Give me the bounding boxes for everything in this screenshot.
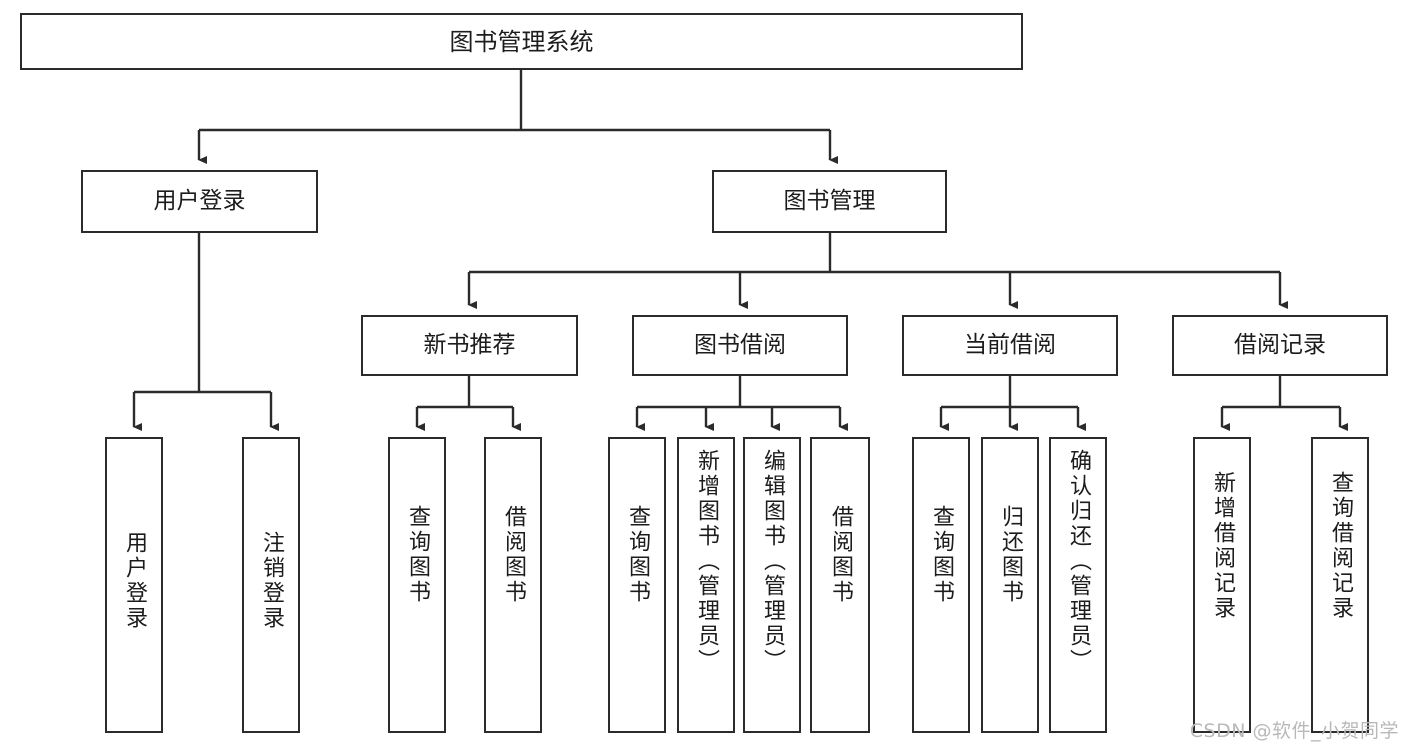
node-label: 编辑图书（管理员） xyxy=(760,449,785,674)
leaf-return-book[interactable]: 归还图书 xyxy=(981,437,1039,733)
node-label: 用户登录 xyxy=(122,531,147,631)
node-label: 当前借阅 xyxy=(964,332,1056,358)
leaf-user-login[interactable]: 用户登录 xyxy=(105,437,163,733)
leaf-confirm-return-admin[interactable]: 确认归还（管理员） xyxy=(1049,437,1107,733)
node-label: 用户登录 xyxy=(153,188,246,214)
node-label: 新增图书（管理员） xyxy=(694,449,719,674)
node-label: 归还图书 xyxy=(998,505,1023,605)
leaf-edit-book-admin[interactable]: 编辑图书（管理员） xyxy=(743,437,801,733)
node-new-book-recommend[interactable]: 新书推荐 xyxy=(361,315,578,376)
node-root-system[interactable]: 图书管理系统 xyxy=(20,13,1023,70)
leaf-borrow-book-new[interactable]: 借阅图书 xyxy=(484,437,542,733)
node-label: 查询借阅记录 xyxy=(1328,471,1353,621)
leaf-query-book-current[interactable]: 查询图书 xyxy=(912,437,970,733)
node-label: 图书管理 xyxy=(783,188,876,214)
leaf-borrow-book[interactable]: 借阅图书 xyxy=(810,437,870,733)
node-label: 图书借阅 xyxy=(694,332,786,358)
node-label: 注销登录 xyxy=(259,531,284,631)
node-book-management[interactable]: 图书管理 xyxy=(712,170,947,233)
csdn-watermark: CSDN @软件_小贺同学 xyxy=(1189,720,1399,742)
node-label: 确认归还（管理员） xyxy=(1066,449,1091,674)
node-label: 查询图书 xyxy=(405,505,430,605)
node-user-login[interactable]: 用户登录 xyxy=(81,170,318,233)
node-label: 图书管理系统 xyxy=(449,27,594,56)
node-borrow-record[interactable]: 借阅记录 xyxy=(1172,315,1388,376)
leaf-add-book-admin[interactable]: 新增图书（管理员） xyxy=(677,437,735,733)
leaf-logout[interactable]: 注销登录 xyxy=(242,437,300,733)
node-label: 查询图书 xyxy=(929,505,954,605)
node-label: 新书推荐 xyxy=(423,332,516,358)
node-book-borrow[interactable]: 图书借阅 xyxy=(632,315,848,376)
leaf-query-borrow-record[interactable]: 查询借阅记录 xyxy=(1311,437,1369,733)
node-label: 借阅图书 xyxy=(828,505,853,605)
leaf-query-book-borrow[interactable]: 查询图书 xyxy=(608,437,666,733)
node-label: 借阅记录 xyxy=(1234,332,1326,358)
leaf-query-book-new[interactable]: 查询图书 xyxy=(388,437,446,733)
node-label: 查询图书 xyxy=(625,505,650,605)
leaf-add-borrow-record[interactable]: 新增借阅记录 xyxy=(1193,437,1251,733)
node-label: 新增借阅记录 xyxy=(1210,471,1235,621)
node-current-borrow[interactable]: 当前借阅 xyxy=(902,315,1118,376)
node-label: 借阅图书 xyxy=(501,505,526,605)
